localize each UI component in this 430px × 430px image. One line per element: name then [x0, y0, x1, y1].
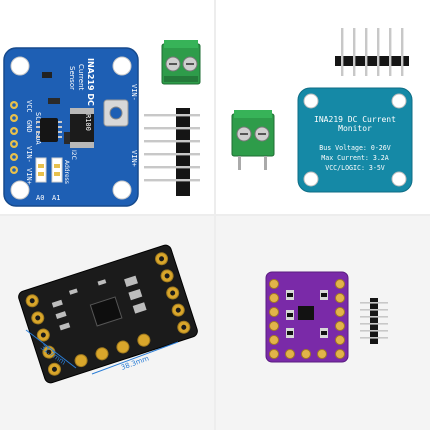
header-plastic [176, 108, 190, 196]
mount-hole-icon [112, 56, 132, 76]
board-title: INA219 DC [86, 58, 95, 106]
mount-hole-icon [391, 93, 407, 109]
dimension-line-right [91, 341, 179, 375]
shunt-cap [70, 142, 94, 148]
addr-label-2: Address [63, 160, 70, 184]
mount-hole-icon [112, 180, 132, 200]
shunt-cap [70, 108, 94, 114]
black-board [18, 244, 198, 384]
pin-header-2 [335, 28, 409, 76]
board-title-block: INA219 DC Current Sensor [68, 58, 95, 106]
header-plastic [335, 56, 409, 66]
teal-spec-1: Bus Voltage: 0-26V [319, 144, 390, 152]
pin-label-gnd: GND [25, 120, 33, 133]
smd-component [42, 72, 52, 78]
addr-pad-a1: A1 [52, 194, 60, 202]
shunt-resistor [70, 108, 94, 148]
teal-board-body [297, 87, 413, 193]
board-subtitle-2: Sensor [68, 66, 76, 90]
purple-board-chip [298, 306, 314, 320]
horizontal-divider [0, 214, 430, 216]
addr-pad-a0: A0 [36, 194, 44, 202]
gold-pads [25, 252, 191, 376]
dimension-line-left [25, 329, 77, 369]
resistor-label: R100 [84, 114, 92, 131]
mount-hole-icon [10, 180, 30, 200]
pin-label-vin-minus: VIN- [25, 146, 33, 163]
addr-jumper-a1 [51, 157, 63, 183]
pin-header-1 [144, 108, 200, 196]
teal-spec-2: Max Current: 3.2A [321, 154, 389, 162]
pin-label-vin-plus: VIN+ [25, 168, 33, 185]
smd-component [64, 132, 70, 144]
addr-jumper-a0 [35, 157, 47, 183]
pin-label-vcc: VCC [25, 100, 33, 113]
left-pin-labels: VCC GND SCL SDA VIN- VIN+ [25, 100, 42, 185]
teal-title-line-2: Monitor [338, 124, 372, 133]
green-terminal-block-1 [161, 40, 201, 85]
board-subtitle-1: Current [77, 64, 85, 91]
ina219-chip [40, 118, 58, 142]
right-pin-label-vin-minus: VIN- [130, 84, 138, 101]
top-left-panel: VCC GND SCL SDA VIN- VIN+ INA219 DC Curr… [3, 40, 201, 207]
teal-title-line-1: INA219 DC Current [314, 115, 396, 124]
right-pin-label-vin-plus: VIN+ [130, 150, 138, 167]
left-pin-holes [10, 101, 18, 174]
header-pins [144, 114, 200, 182]
blue-ina219-board: VCC GND SCL SDA VIN- VIN+ INA219 DC Curr… [3, 47, 139, 207]
pin-header-3 [360, 298, 388, 344]
smd-component [48, 98, 60, 104]
smd-parts [51, 275, 147, 331]
purple-gold-pads [269, 279, 345, 359]
teal-ina219-board: INA219 DC Current Monitor Bus Voltage: 0… [297, 87, 413, 193]
bottom-left-panel: 31.7mm 38.3mm [18, 244, 198, 384]
purple-board [265, 271, 349, 363]
chip-legs [36, 121, 62, 138]
screw-hole-icon [109, 106, 123, 120]
green-terminal-block-2 [231, 110, 275, 170]
mount-hole-icon [303, 93, 319, 109]
pin-label-scl: SCL [34, 112, 42, 125]
dimension-markers [25, 329, 179, 375]
black-board-chip [89, 296, 123, 327]
top-right-panel: INA219 DC Current Monitor Bus Voltage: 0… [231, 28, 413, 193]
addr-label-1: I2C [70, 150, 77, 160]
mount-hole-icon [303, 171, 319, 187]
mount-hole-icon [391, 171, 407, 187]
mount-hole-icon [10, 56, 30, 76]
teal-spec-3: VCC/LOGIC: 3-5V [325, 164, 385, 172]
pin-label-sda: SDA [34, 132, 42, 145]
bottom-right-panel [265, 271, 388, 363]
